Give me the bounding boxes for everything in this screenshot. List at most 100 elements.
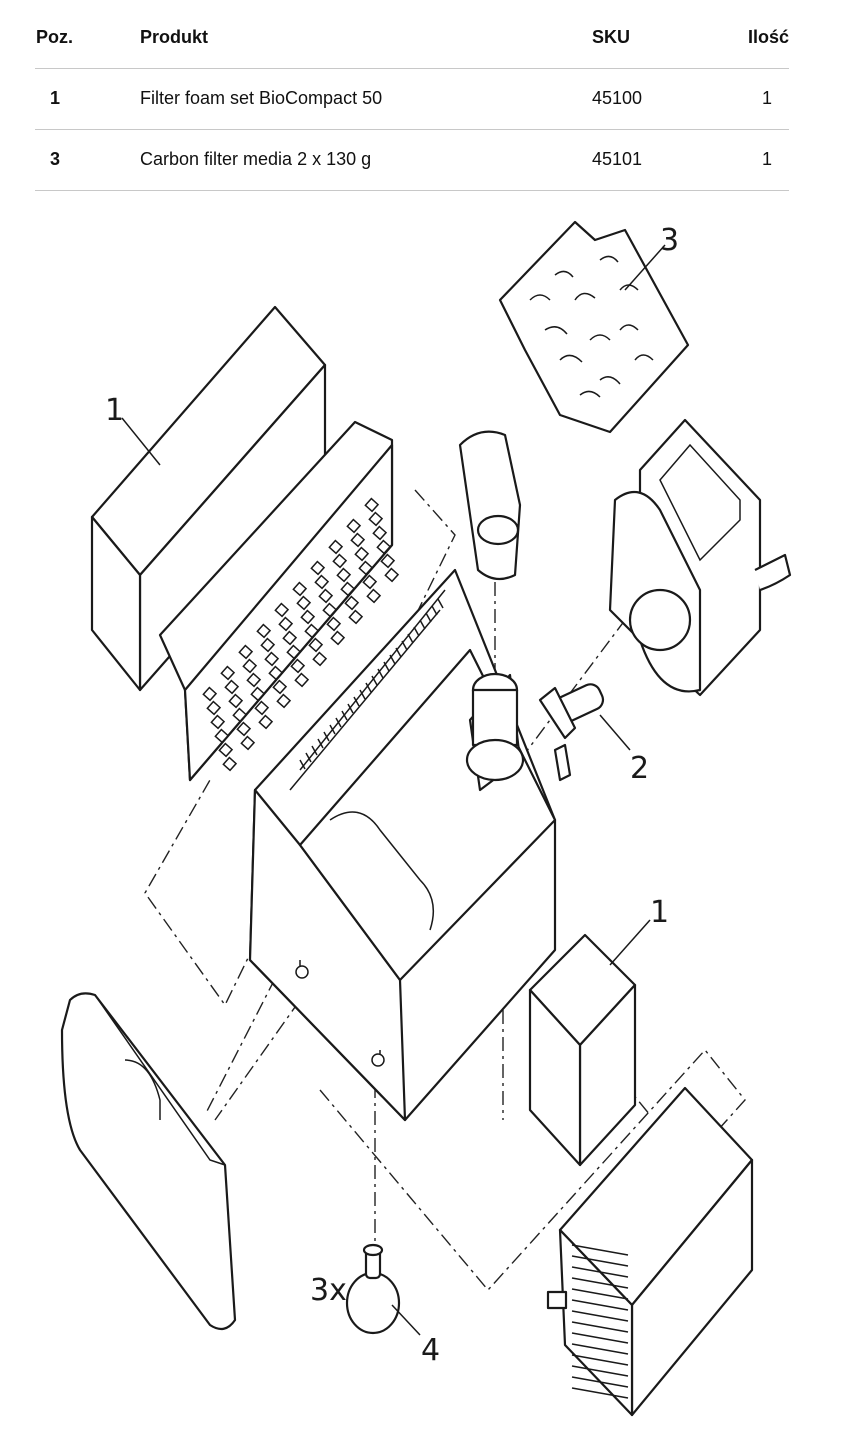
filter-grid-hole [276,693,292,709]
filter-grid-hole [282,630,298,646]
filter-grid-hole [210,714,226,730]
filter-grid-hole [238,644,254,660]
filter-grid-hole [228,693,244,709]
filter-grid-hole [336,567,352,583]
header-quantity: Ilość [732,7,789,69]
cartridge-rib [571,1343,629,1355]
filter-grid-hole [326,616,342,632]
filter-grid-hole [292,581,308,597]
callout-carbon-media: 3 [660,223,679,258]
header-product: Produkt [140,7,592,69]
filter-grid-hole [250,686,266,702]
cell-sku: 45100 [592,68,732,130]
cartridge-rib [571,1354,629,1366]
table-row: 1 Filter foam set BioCompact 50 45100 1 [35,68,789,130]
vent-slot [335,717,342,728]
filter-grid-hole [332,553,348,569]
table-header-row: Poz. Produkt SKU Ilość [35,7,789,69]
filter-grid-hole [308,637,324,653]
filter-grid-hole [344,595,360,611]
vent-slot [329,724,336,735]
carbon-media-bag [498,220,690,434]
filter-grid-frame [158,420,400,782]
table-row: 3 Carbon filter media 2 x 130 g 45101 1 [35,129,789,191]
main-housing [248,568,557,1122]
cartridge-rib [571,1321,629,1333]
front-cover [60,992,237,1331]
inlet-sleeve [458,430,522,581]
filter-grid-hole [222,756,238,772]
vent-slot [365,682,372,693]
vent-slot [317,738,324,749]
filter-grid-hole [380,553,396,569]
cartridge-rib [571,1266,629,1278]
vent-slot [305,752,312,763]
cartridge-rib [571,1376,629,1388]
vent-slot [377,668,384,679]
filter-grid-hole [206,700,222,716]
callout-foam-small: 1 [650,895,669,930]
filter-grid-hole [278,616,294,632]
vent-slot [383,661,390,672]
filter-grid-hole [296,595,312,611]
vent-slot [311,745,318,756]
filter-grid-hole [346,518,362,534]
filter-grid-hole [202,686,218,702]
vent-slot [359,689,366,700]
diagram-svg: 1 3 2 1 4 3x [60,220,792,1417]
cartridge-rib [571,1288,629,1300]
cell-product: Filter foam set BioCompact 50 [140,68,592,130]
filter-grid-hole [218,742,234,758]
filter-grid-hole [354,546,370,562]
filter-grid-hole [350,532,366,548]
filter-grid-hole [300,609,316,625]
vent-slot [389,654,396,665]
cartridge-rib [571,1255,629,1267]
cartridge-rib [571,1310,629,1322]
filter-grid-hole [224,679,240,695]
vent-slot [437,598,444,609]
filter-grid-hole [328,539,344,555]
filter-grid-hole [274,602,290,618]
cell-sku: 45101 [592,129,732,191]
callout-pump-connector: 2 [630,751,649,786]
cartridge-rib [571,1387,629,1399]
filter-grid-hole [256,623,272,639]
filter-grid-hole [376,539,392,555]
callout-foam-large: 1 [105,393,124,428]
cell-product: Carbon filter media 2 x 130 g [140,129,592,191]
filter-grid-hole [272,679,288,695]
cartridge-rib [571,1332,629,1344]
suction-cup [345,1243,401,1335]
vent-slot [401,640,408,651]
filter-grid-hole [268,665,284,681]
filter-grid-hole [348,609,364,625]
filter-grid-hole [294,672,310,688]
filter-grid-hole [254,700,270,716]
vent-slot [431,605,438,616]
filter-grid-hole [364,497,380,513]
callout-suction-cup-qty: 3x [310,1273,347,1308]
filter-grid-hole [366,588,382,604]
filter-grid-hole [246,672,262,688]
vent-slot [353,696,360,707]
vent-slot [341,710,348,721]
filter-grid-hole [290,658,306,674]
cell-quantity: 1 [732,129,789,191]
vent-slot [425,612,432,623]
filter-grid-hole [236,721,252,737]
filter-grid-hole [214,728,230,744]
filter-grid-hole [372,525,388,541]
pump-connector [538,683,605,782]
filter-grid-hole [258,714,274,730]
filter-grid-hole [314,574,330,590]
filter-grid-hole [264,651,280,667]
filter-grid-hole [310,560,326,576]
filter-grid-hole [358,560,374,576]
header-position: Poz. [35,7,140,69]
filter-grid-hole [240,735,256,751]
cell-position: 1 [35,68,140,130]
cartridge-rib [571,1299,629,1311]
filter-grid-hole [220,665,236,681]
vent-slot [419,619,426,630]
